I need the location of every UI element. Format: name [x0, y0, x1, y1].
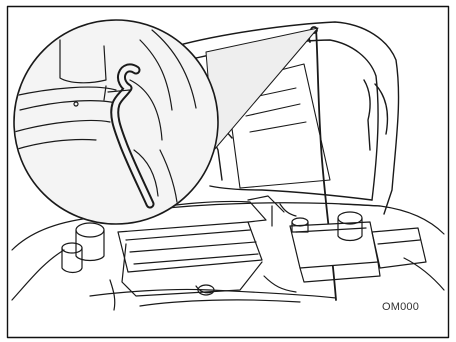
figure-code-label: OM000 [382, 301, 419, 313]
magnifier-detail [14, 20, 218, 224]
